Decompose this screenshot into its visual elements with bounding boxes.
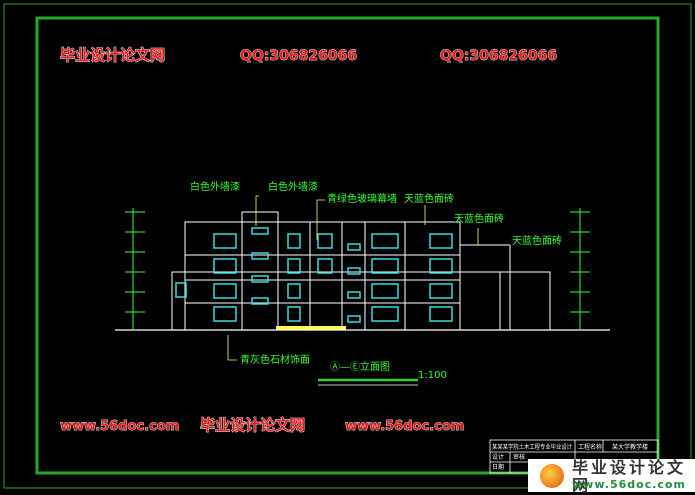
watermark-site-name: 毕业设计论文网 xyxy=(200,416,305,434)
label-sky-blue-tile: 天蓝色面砖 xyxy=(404,192,454,205)
watermark-qq: QQ:306826066 xyxy=(440,48,557,64)
label-sky-blue-tile: 天蓝色面砖 xyxy=(454,212,504,225)
watermark-qq: QQ:306826066 xyxy=(240,48,357,64)
outer-frame xyxy=(3,3,692,489)
building-outline xyxy=(171,211,551,331)
logo-globe-icon xyxy=(540,464,564,488)
level-markers-right xyxy=(570,208,590,330)
title-block-school: 某某某学院土木工程专业毕业设计 xyxy=(492,443,572,451)
entrance-step xyxy=(276,326,346,330)
title-block-row: 设计 xyxy=(492,453,504,461)
watermark-url: www.56doc.com xyxy=(60,419,179,434)
label-glass-curtain-wall: 青绿色玻璃幕墙 xyxy=(327,192,397,205)
title-block-project-label: 工程名称 xyxy=(578,443,602,451)
drawing-border xyxy=(35,16,660,475)
title-block-project-name: 某大学教学楼 xyxy=(612,443,648,451)
watermark-site-name: 毕业设计论文网 xyxy=(60,46,165,64)
windows xyxy=(175,227,453,323)
level-markers-left xyxy=(125,208,145,330)
view-title: Ⓐ—Ⓔ立面图 xyxy=(330,360,390,373)
label-stone-facing: 青灰色石材饰面 xyxy=(240,353,310,366)
leader-lines xyxy=(227,195,479,361)
label-sky-blue-tile: 天蓝色面砖 xyxy=(512,234,562,247)
title-block-row: 日期 xyxy=(492,463,504,471)
watermark-url: www.56doc.com xyxy=(345,419,464,434)
site-logo-banner: 毕业设计论文网 www.56doc.com xyxy=(528,458,695,495)
title-block-row: 审核 xyxy=(513,453,525,461)
logo-site-name: 毕业设计论文网 xyxy=(572,458,687,495)
label-partial: 白色外墙漆 xyxy=(190,180,240,193)
label-white-wall-paint: 白色外墙漆 xyxy=(268,180,318,193)
scale-label: 1:100 xyxy=(418,370,447,381)
logo-url: www.56doc.com xyxy=(572,478,686,491)
